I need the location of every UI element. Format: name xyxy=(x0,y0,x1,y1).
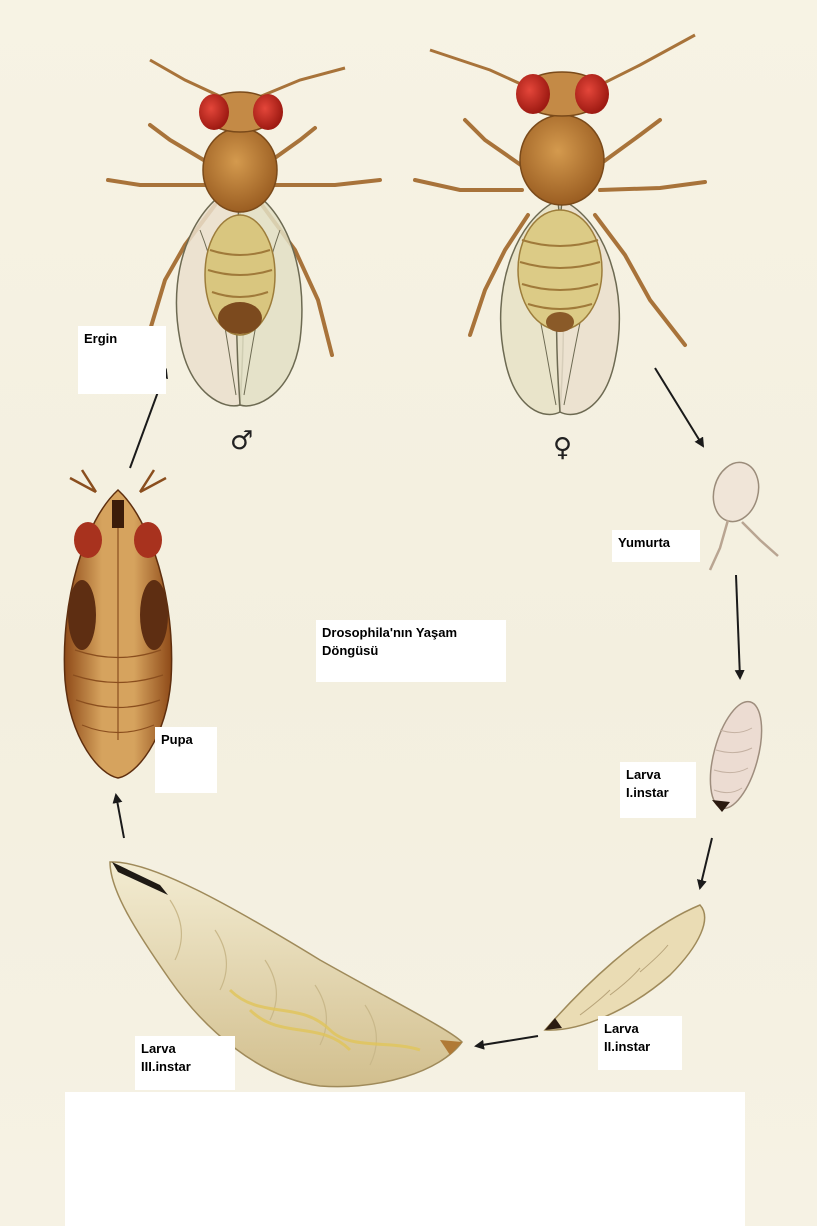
blank-bottom-panel xyxy=(65,1092,745,1226)
male-left-eye xyxy=(199,94,229,130)
male-thorax xyxy=(203,128,277,212)
arrow-larva2-to-larva3 xyxy=(476,1036,538,1046)
larva-first-instar xyxy=(701,696,772,814)
male-right-eye xyxy=(253,94,283,130)
label-larva1-line1: Larva xyxy=(626,766,690,784)
female-thorax xyxy=(520,115,604,205)
arrow-adult-to-egg xyxy=(655,368,703,446)
label-larva3-line1: Larva xyxy=(141,1040,229,1058)
diagram-title-line2: Döngüsü xyxy=(322,642,500,660)
female-abdomen-tip xyxy=(546,312,574,332)
egg xyxy=(707,457,778,570)
male-abdomen-tip xyxy=(218,302,262,334)
label-larva-second-instar: Larva II.instar xyxy=(598,1016,682,1070)
larva-second-instar xyxy=(545,905,705,1030)
label-larva2-line1: Larva xyxy=(604,1020,676,1038)
label-adult: Ergin xyxy=(78,326,166,394)
arrow-larva3-to-pupa xyxy=(116,795,124,838)
label-larva-first-instar: Larva I.instar xyxy=(620,762,696,818)
diagram-title: Drosophila'nın Yaşam Döngüsü xyxy=(316,620,506,682)
label-egg-text: Yumurta xyxy=(618,535,670,550)
label-larva1-line2: I.instar xyxy=(626,784,690,802)
label-larva2-line2: II.instar xyxy=(604,1038,676,1056)
female-right-eye xyxy=(575,74,609,114)
label-larva-third-instar: Larva III.instar xyxy=(135,1036,235,1090)
male-symbol: ♂ xyxy=(230,428,253,454)
pupa-right-eye-spot xyxy=(134,522,162,558)
pupa-right-wing-pad xyxy=(140,580,168,650)
arrow-larva1-to-larva2 xyxy=(700,838,712,888)
label-pupa: Pupa xyxy=(155,727,217,793)
label-adult-text: Ergin xyxy=(84,331,117,346)
label-pupa-text: Pupa xyxy=(161,732,193,747)
female-fly xyxy=(415,35,705,414)
label-larva3-line2: III.instar xyxy=(141,1058,229,1076)
female-symbol: ♀ xyxy=(553,435,572,461)
diagram-title-line1: Drosophila'nın Yaşam xyxy=(322,624,500,642)
label-egg: Yumurta xyxy=(612,530,700,562)
pupa-left-wing-pad xyxy=(68,580,96,650)
pupa-left-eye-spot xyxy=(74,522,102,558)
female-left-eye xyxy=(516,74,550,114)
arrow-egg-to-larva1 xyxy=(736,575,740,678)
